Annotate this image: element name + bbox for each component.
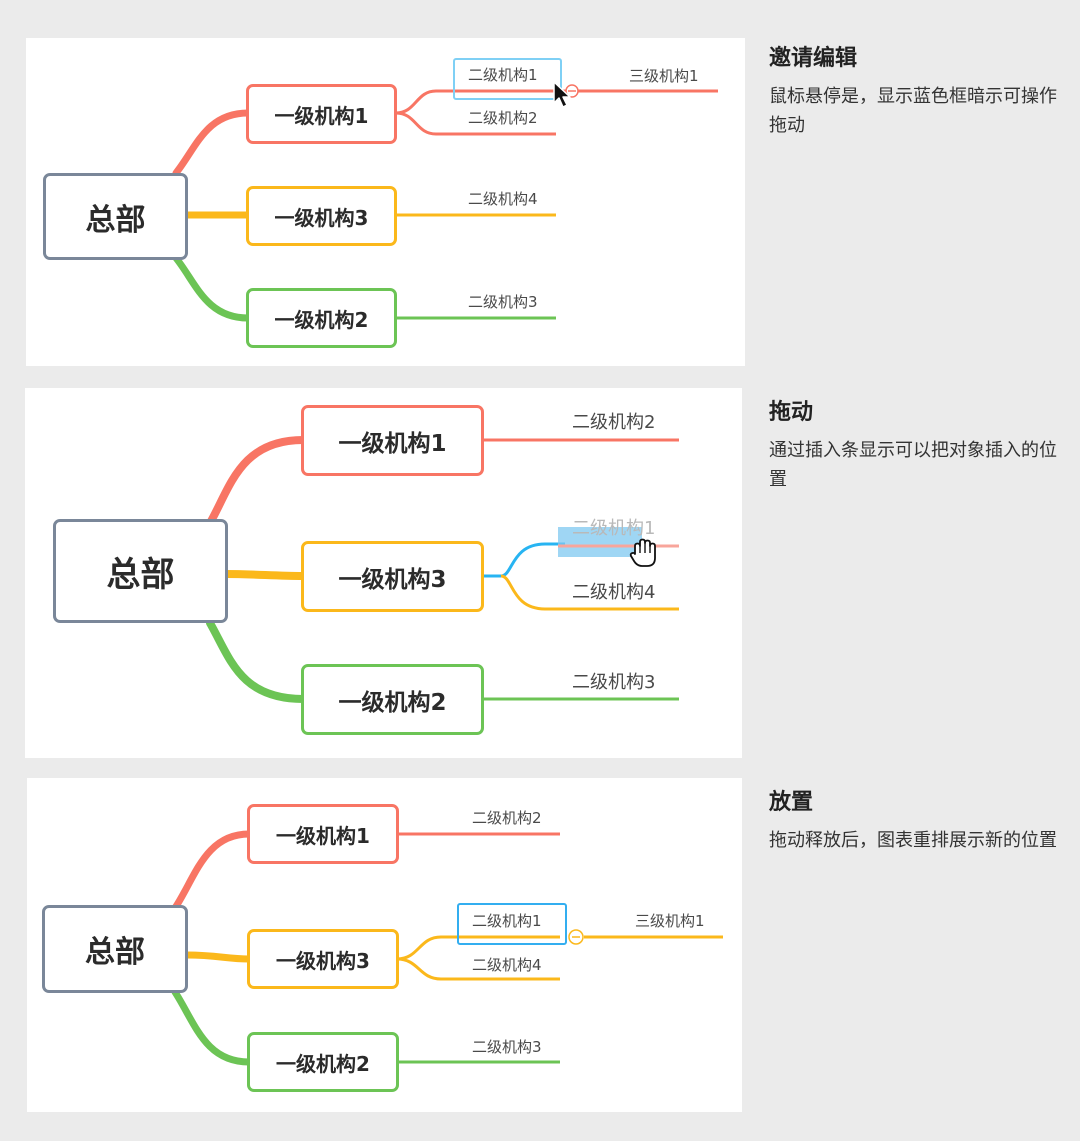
step-title: 放置 <box>769 790 814 815</box>
branch-lines <box>171 830 723 1066</box>
root-node[interactable]: 总部 <box>53 519 228 623</box>
selected-node-box[interactable] <box>457 903 567 945</box>
level2-label[interactable]: 二级机构4 <box>572 582 656 603</box>
level2-label[interactable]: 二级机构1 <box>472 912 542 930</box>
step-body: 鼠标悬停是，显示蓝色框暗示可操作拖动 <box>769 86 1057 136</box>
step-description-drop: 放置 拖动释放后，图表重排展示新的位置 <box>769 784 1069 855</box>
mindmap-panel-hover: 总部 一级机构1 一级机构3 一级机构2 二级机构1 二级机构2 二级机构4 二… <box>26 38 745 366</box>
level2-label[interactable]: 二级机构2 <box>572 412 656 433</box>
branch-lines <box>172 84 718 322</box>
step-title: 邀请编辑 <box>769 46 858 71</box>
root-node[interactable]: 总部 <box>43 173 188 260</box>
level1-node-2[interactable]: 一级机构2 <box>301 664 484 735</box>
arrow-cursor-icon <box>553 81 571 108</box>
level2-label[interactable]: 二级机构4 <box>468 190 538 208</box>
level1-node-1[interactable]: 一级机构1 <box>301 405 484 476</box>
grab-hand-icon <box>629 538 656 567</box>
level2-label[interactable]: 二级机构3 <box>468 293 538 311</box>
step-body: 拖动释放后，图表重排展示新的位置 <box>769 830 1057 851</box>
mindmap-panel-drag: 总部 一级机构1 一级机构3 一级机构2 二级机构2 二级机构1 二级机构4 二… <box>25 388 742 758</box>
level1-node-3[interactable]: 一级机构3 <box>301 541 484 612</box>
collapse-circle-icon[interactable] <box>565 84 579 98</box>
level1-node-2[interactable]: 一级机构2 <box>247 1032 399 1092</box>
level3-label[interactable]: 三级机构1 <box>635 912 705 930</box>
level2-label[interactable]: 二级机构1 <box>468 66 538 84</box>
level1-node-1[interactable]: 一级机构1 <box>246 84 397 144</box>
level1-node-3[interactable]: 一级机构3 <box>246 186 397 246</box>
level3-label[interactable]: 三级机构1 <box>629 67 699 85</box>
level1-node-1[interactable]: 一级机构1 <box>247 804 399 864</box>
level2-label[interactable]: 二级机构2 <box>472 809 542 827</box>
level1-node-3[interactable]: 一级机构3 <box>247 929 399 989</box>
level1-node-2[interactable]: 一级机构2 <box>246 288 397 348</box>
insert-indicator-bar <box>558 527 642 557</box>
level2-label[interactable]: 二级机构4 <box>472 956 542 974</box>
step-description-hover: 邀请编辑 鼠标悬停是，显示蓝色框暗示可操作拖动 <box>769 40 1069 140</box>
mindmap-panel-drop: 总部 一级机构1 一级机构3 一级机构2 二级机构2 二级机构1 二级机构4 二… <box>27 778 742 1112</box>
level2-label[interactable]: 二级机构3 <box>472 1038 542 1056</box>
branch-lines <box>206 436 679 703</box>
dragged-node-ghost[interactable]: 二级机构1 <box>572 518 656 539</box>
root-node[interactable]: 总部 <box>42 905 188 993</box>
level2-label[interactable]: 二级机构2 <box>468 109 538 127</box>
level2-label[interactable]: 二级机构3 <box>572 672 656 693</box>
step-description-drag: 拖动 通过插入条显示可以把对象插入的位置 <box>769 394 1069 494</box>
collapse-circle-icon[interactable] <box>568 929 584 945</box>
hover-highlight-box[interactable] <box>453 58 562 100</box>
step-body: 通过插入条显示可以把对象插入的位置 <box>769 440 1057 490</box>
step-title: 拖动 <box>769 400 814 425</box>
